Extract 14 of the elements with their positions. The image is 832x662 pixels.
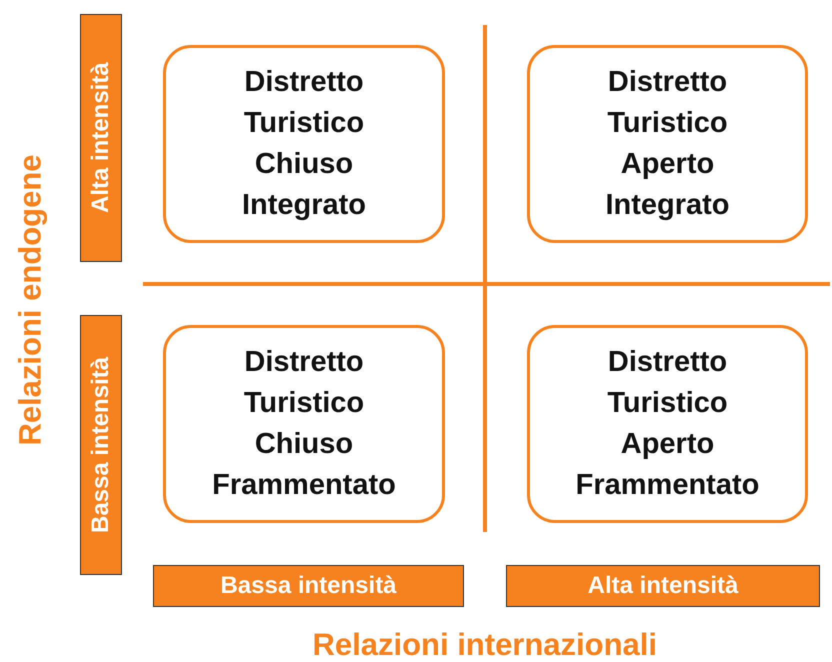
axis-title: Relazioni endogene <box>12 154 48 446</box>
quadrant-text: Distretto Turistico Aperto Integrato <box>605 65 730 223</box>
quadrant-box <box>527 45 808 243</box>
quadrant-text: Distretto Turistico Chiuso Frammentato <box>212 345 396 503</box>
quadrant-box <box>163 45 445 243</box>
quadrant-text: Distretto Turistico Aperto Frammentato <box>576 345 760 503</box>
category-label: Alta intensità <box>80 14 122 262</box>
quadrant-box <box>527 325 808 523</box>
quadrant-box <box>163 325 445 523</box>
quadrant-text: Distretto Turistico Chiuso Integrato <box>242 65 366 223</box>
axis-title: Relazioni internazionali <box>312 627 657 662</box>
category-label: Bassa intensità <box>153 565 464 607</box>
category-label: Bassa intensità <box>80 315 122 575</box>
category-label: Alta intensità <box>506 565 820 607</box>
